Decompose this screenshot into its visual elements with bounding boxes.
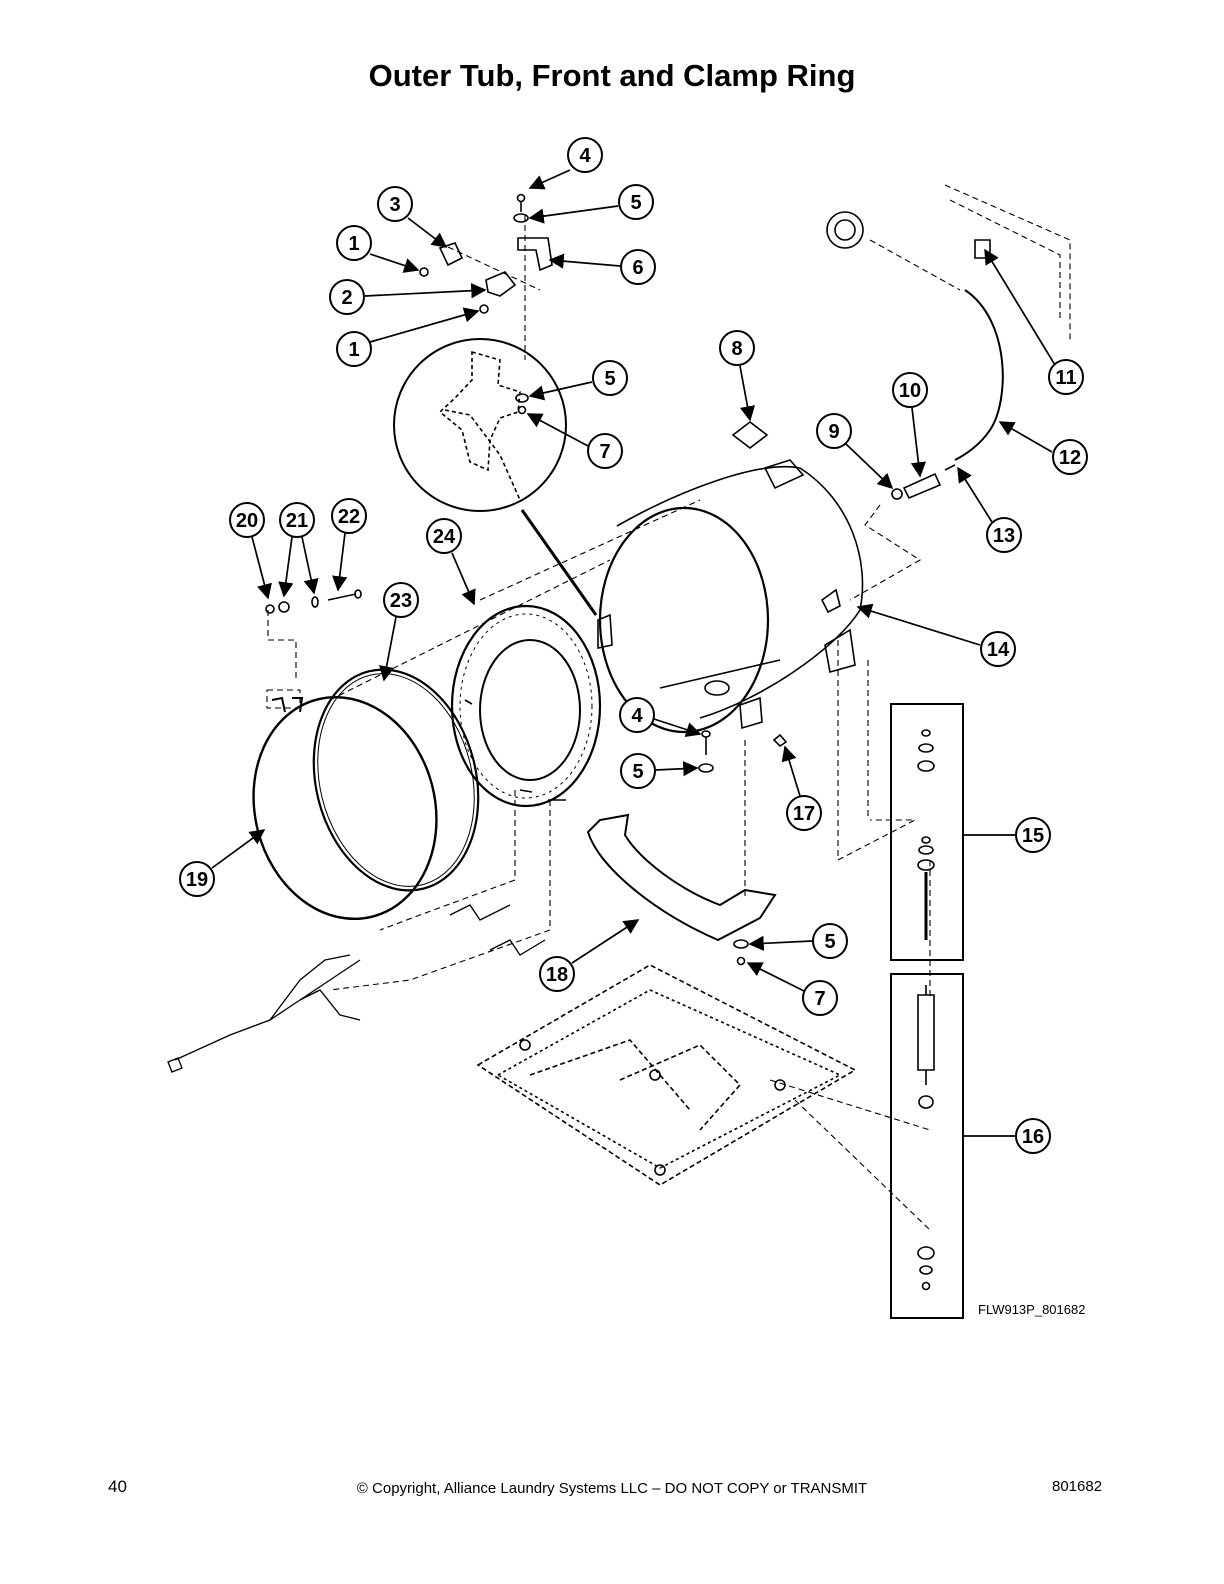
callout-7-bracket: 7	[746, 962, 838, 1016]
callout-label: 14	[987, 639, 1010, 661]
callout-15: 15	[963, 817, 1051, 853]
pressure-hose	[826, 211, 1004, 500]
callout-label: 24	[433, 526, 456, 548]
callout-label: 5	[824, 931, 835, 953]
callout-label: 12	[1059, 447, 1081, 469]
callout-10: 10	[892, 372, 928, 478]
callout-label: 5	[632, 761, 643, 783]
callout-label: 23	[390, 590, 412, 612]
document-number: 801682	[1052, 1478, 1103, 1495]
callout-label: 6	[632, 257, 643, 279]
callout-label: 4	[579, 145, 591, 167]
tub-front	[450, 604, 602, 808]
callout-label: 21	[286, 510, 308, 532]
callout-label: 4	[631, 705, 643, 727]
callout-22: 22	[331, 498, 367, 592]
shock-absorber-parts	[917, 729, 935, 1291]
callout-11: 11	[984, 248, 1084, 395]
callout-12: 12	[998, 421, 1088, 475]
callout-label: 7	[814, 988, 825, 1010]
callout-7-detail: 7	[526, 413, 623, 469]
callout-5-detail: 5	[528, 360, 628, 401]
callout-16: 16	[963, 1118, 1051, 1154]
callout-label: 2	[341, 287, 352, 309]
base-frame	[476, 964, 857, 1186]
page-number: 40	[108, 1477, 127, 1496]
hardware-top-left	[419, 193, 553, 314]
callout-label: 18	[546, 964, 568, 986]
callout-4-top: 4	[528, 137, 603, 190]
figure-code: FLW913P_801682	[978, 1302, 1086, 1317]
callout-19: 19	[179, 829, 266, 897]
callout-5-top: 5	[528, 184, 654, 224]
callout-label: 22	[338, 506, 360, 528]
clamp-ring	[252, 695, 438, 921]
callout-label: 17	[793, 803, 815, 825]
detail-magnifier	[393, 338, 598, 616]
callout-label: 10	[899, 380, 921, 402]
callout-label: 16	[1022, 1126, 1044, 1148]
box-15	[890, 703, 964, 961]
callout-20: 20	[229, 502, 272, 600]
bolt-and-washer	[698, 730, 788, 773]
fasteners-left	[265, 589, 362, 614]
label-decal	[731, 420, 769, 450]
callout-3: 3	[377, 186, 448, 248]
callout-6: 6	[548, 249, 656, 285]
callout-23: 23	[379, 582, 419, 682]
outer-tub	[597, 459, 864, 734]
wiring-harness	[167, 904, 546, 1073]
support-bracket	[586, 813, 777, 966]
callout-label: 8	[731, 338, 742, 360]
callout-18: 18	[539, 919, 640, 992]
callout-21: 21	[278, 502, 319, 598]
callout-label: 1	[348, 233, 359, 255]
callout-label: 20	[236, 510, 258, 532]
gasket-ring	[312, 668, 480, 892]
callout-8: 8	[719, 330, 756, 422]
callout-label: 13	[993, 525, 1015, 547]
callout-label: 7	[599, 441, 610, 463]
callout-label: 15	[1022, 825, 1044, 847]
callout-5-bottom: 5	[620, 753, 699, 789]
callout-1-top: 1	[336, 225, 420, 273]
callout-13: 13	[957, 466, 1022, 553]
callout-label: 11	[1055, 367, 1076, 389]
callout-24: 24	[426, 518, 476, 606]
parts-artwork	[167, 184, 1071, 1291]
callout-1-bottom: 1	[336, 307, 480, 367]
callout-14: 14	[856, 603, 1016, 667]
callout-4-bottom: 4	[619, 697, 702, 738]
callout-label: 5	[604, 368, 615, 390]
callout-label: 1	[348, 339, 359, 361]
callout-label: 3	[389, 194, 400, 216]
callout-label: 19	[186, 869, 208, 891]
callout-9: 9	[816, 413, 894, 490]
box-16	[890, 973, 964, 1319]
callout-5-bracket: 5	[748, 923, 848, 959]
callout-2: 2	[329, 279, 487, 315]
callout-label: 9	[828, 421, 839, 443]
callout-label: 5	[630, 192, 641, 214]
callout-17: 17	[781, 745, 822, 831]
copyright-notice: © Copyright, Alliance Laundry Systems LL…	[356, 1480, 868, 1497]
page-title: Outer Tub, Front and Clamp Ring	[368, 58, 856, 93]
assembly-guide-lines	[266, 184, 1071, 1231]
